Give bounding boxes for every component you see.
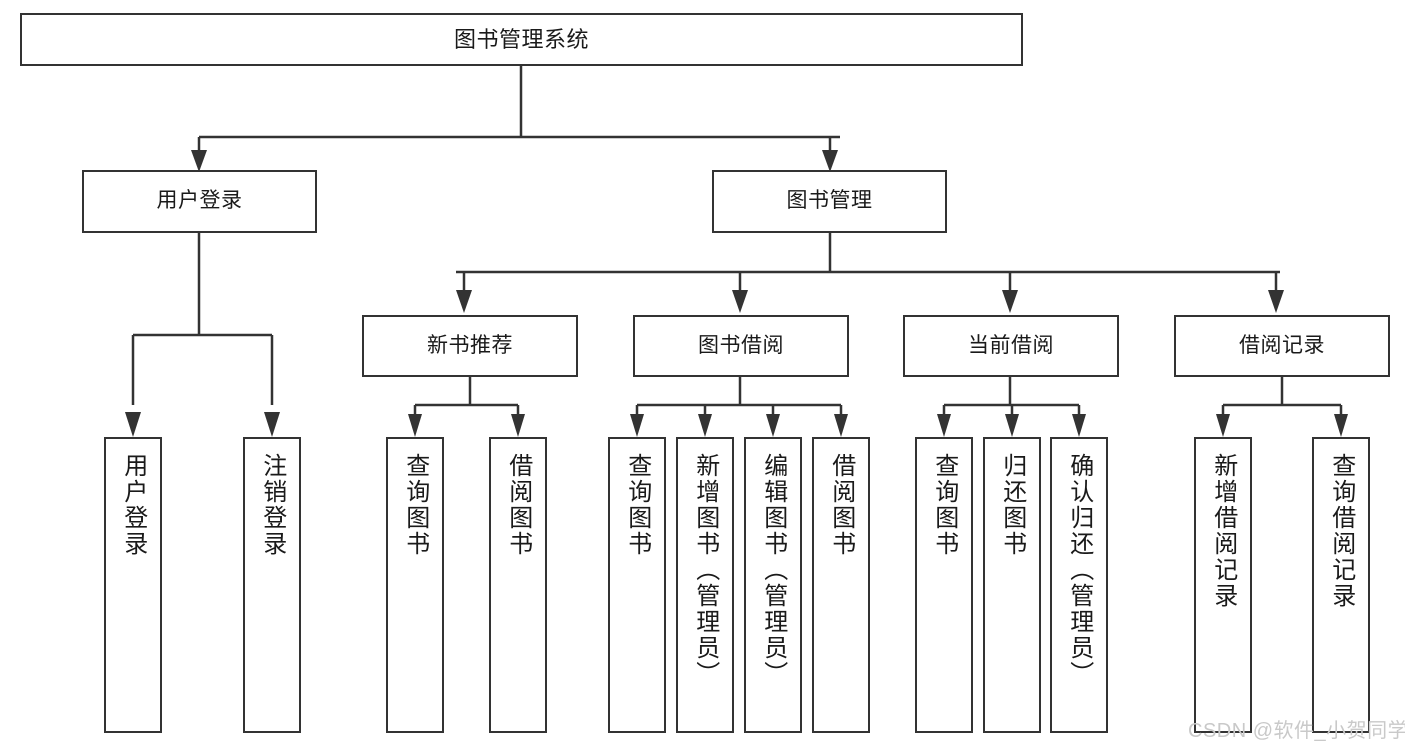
leaf-node-borrow-book-recommend[interactable]: 借阅图书 [489, 437, 547, 733]
node-label: 借阅记录 [1239, 333, 1325, 357]
node-book-management[interactable]: 图书管理 [712, 170, 947, 233]
leaf-node-user-login[interactable]: 用户登录 [104, 437, 162, 733]
node-label: 归还图书 [998, 453, 1026, 557]
leaf-node-add-book-admin[interactable]: 新增图书（管理员） [676, 437, 734, 733]
node-label: 确认归还（管理员） [1065, 453, 1093, 687]
node-label: 查询图书 [401, 453, 429, 557]
node-borrow-record[interactable]: 借阅记录 [1174, 315, 1390, 377]
node-label: 图书管理 [786, 189, 873, 213]
leaf-node-return-book[interactable]: 归还图书 [983, 437, 1041, 733]
node-label: 借阅图书 [504, 453, 532, 557]
node-label: 图书借阅 [698, 333, 784, 357]
csdn-watermark: CSDN @软件_小贺同学 [1188, 720, 1405, 742]
leaf-node-query-book-recommend[interactable]: 查询图书 [386, 437, 444, 733]
leaf-node-edit-book-admin[interactable]: 编辑图书（管理员） [744, 437, 802, 733]
node-current-borrow[interactable]: 当前借阅 [903, 315, 1119, 377]
node-label: 查询借阅记录 [1327, 453, 1355, 609]
node-label: 当前借阅 [968, 333, 1054, 357]
leaf-node-query-borrow-record[interactable]: 查询借阅记录 [1312, 437, 1370, 733]
node-book-borrow[interactable]: 图书借阅 [633, 315, 849, 377]
leaf-node-query-book-current[interactable]: 查询图书 [915, 437, 973, 733]
node-label: 新增图书（管理员） [691, 453, 719, 687]
node-label: 新书推荐 [427, 333, 513, 357]
node-label: 借阅图书 [827, 453, 855, 557]
leaf-node-logout[interactable]: 注销登录 [243, 437, 301, 733]
node-label: 用户登录 [119, 453, 147, 557]
node-label: 注销登录 [258, 453, 286, 557]
node-label: 用户登录 [156, 189, 243, 213]
node-label: 查询图书 [623, 453, 651, 557]
leaf-node-borrow-book[interactable]: 借阅图书 [812, 437, 870, 733]
node-user-login[interactable]: 用户登录 [82, 170, 317, 233]
node-label: 编辑图书（管理员） [759, 453, 787, 687]
node-new-book-recommend[interactable]: 新书推荐 [362, 315, 578, 377]
leaf-node-confirm-return-admin[interactable]: 确认归还（管理员） [1050, 437, 1108, 733]
leaf-node-add-borrow-record[interactable]: 新增借阅记录 [1194, 437, 1252, 733]
node-label: 新增借阅记录 [1209, 453, 1237, 609]
node-label: 图书管理系统 [453, 26, 589, 52]
node-root-system[interactable]: 图书管理系统 [20, 13, 1023, 66]
node-label: 查询图书 [930, 453, 958, 557]
leaf-node-query-book-borrow[interactable]: 查询图书 [608, 437, 666, 733]
